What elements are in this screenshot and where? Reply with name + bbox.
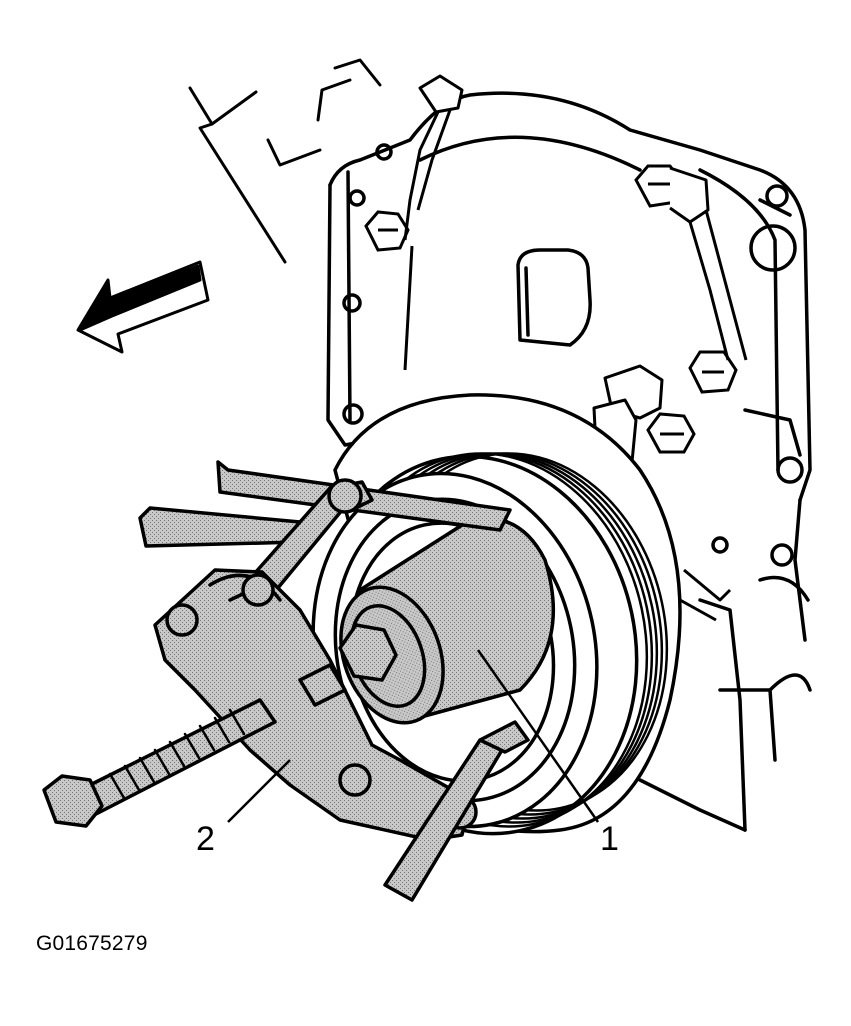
callout-1: 1 bbox=[600, 820, 619, 858]
timing-cover bbox=[326, 91, 812, 832]
leader-line-2 bbox=[227, 759, 291, 823]
cover-bolt bbox=[646, 412, 696, 454]
callout-2: 2 bbox=[196, 820, 215, 858]
cover-bolt bbox=[688, 350, 738, 394]
callout-leaders bbox=[227, 649, 600, 823]
wire-harness bbox=[403, 74, 748, 371]
engine-background-lines bbox=[188, 58, 382, 264]
figure-id: G01675279 bbox=[36, 932, 148, 955]
direction-arrow-icon bbox=[76, 260, 210, 354]
balancer-puller-tool bbox=[42, 460, 556, 902]
leader-line-1 bbox=[476, 649, 600, 823]
cover-bolt bbox=[364, 210, 410, 252]
